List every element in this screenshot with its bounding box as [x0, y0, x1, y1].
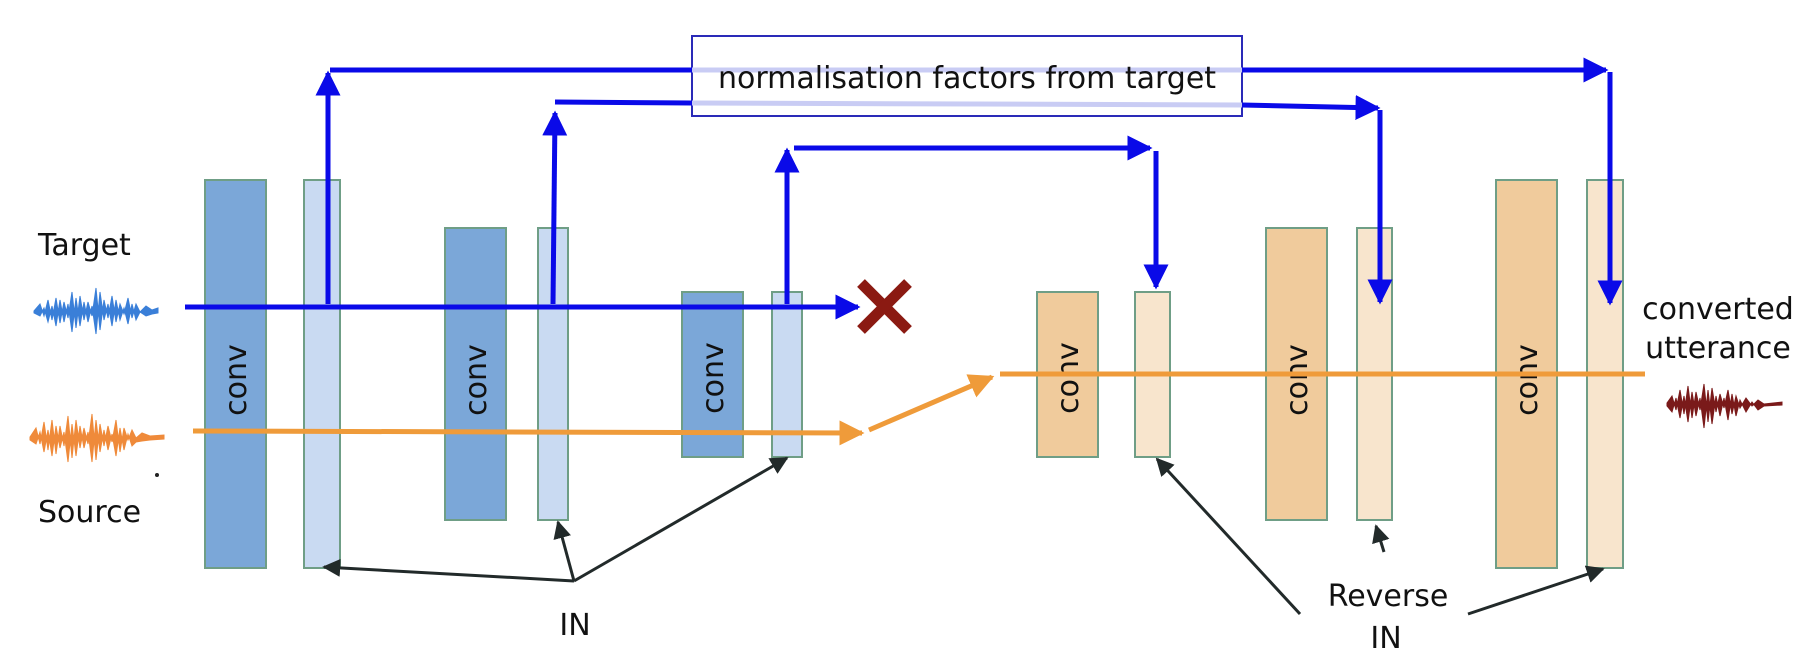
encoder-conv-block-3	[681, 291, 744, 458]
rin-arrow-to-block-2	[1372, 524, 1390, 553]
route-2-left	[554, 99, 693, 106]
rin-arrow-to-block-1	[1155, 457, 1302, 616]
encoder-in-block-1	[303, 179, 341, 569]
encoder-conv-block-2	[444, 227, 507, 521]
conv-label-dec-2: conv	[1280, 344, 1315, 416]
source-diagonal-arrow	[868, 374, 995, 433]
conv-label-dec-3: conv	[1510, 344, 1545, 416]
in-arrow-to-block-3	[573, 456, 789, 583]
converted-label: converted	[1642, 292, 1794, 327]
target-up-arrow-2	[542, 110, 568, 305]
source-waveform	[29, 413, 165, 463]
target-waveform	[33, 287, 159, 335]
reverse-in-label-line2: IN	[1370, 621, 1401, 656]
route-2-inside	[691, 100, 1243, 108]
in-label: IN	[559, 608, 590, 643]
cross-icon	[857, 279, 912, 334]
utterance-label: utterance	[1645, 331, 1791, 366]
encoder-conv-block-1	[204, 179, 267, 569]
target-label: Target	[37, 228, 131, 263]
waveform-icon	[29, 287, 1783, 463]
rin-arrow-to-block-3	[1467, 565, 1605, 616]
conv-label-dec-1: conv	[1051, 342, 1086, 414]
in-arrow-to-block-2	[553, 520, 576, 582]
source-dot	[155, 473, 159, 477]
output-waveform	[1666, 383, 1783, 429]
source-label: Source	[38, 495, 141, 530]
in-arrow-to-block-1	[322, 558, 575, 583]
source-main-line	[192, 420, 865, 446]
conv-label-enc-3: conv	[696, 342, 731, 414]
conv-label-enc-2: conv	[459, 344, 494, 416]
norm-box-label: normalisation factors from target	[718, 61, 1216, 96]
conv-label-enc-1: conv	[219, 344, 254, 416]
reverse-in-label-line1: Reverse	[1328, 579, 1449, 614]
route-2-right	[1241, 95, 1381, 121]
